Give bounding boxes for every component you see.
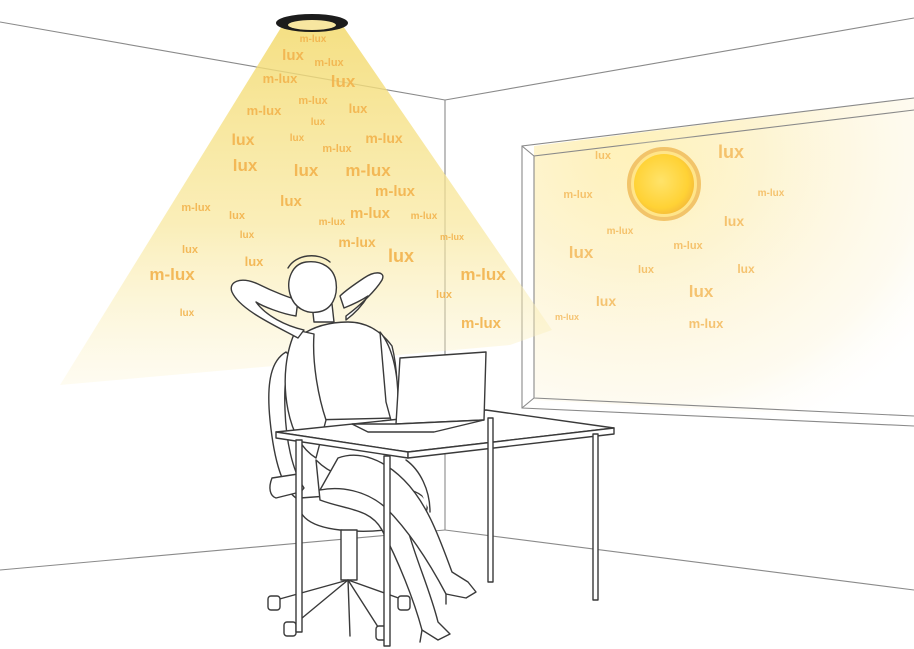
lamp-lux-label-2: m-lux [314, 57, 344, 69]
lamp-lux-label-10: lux [290, 133, 305, 144]
lamp-lux-label-22: m-lux [411, 211, 438, 222]
lamp-lux-label-16: m-lux [375, 183, 416, 200]
window-lux-label-1: lux [718, 142, 744, 162]
lamp-lux-label-13: lux [233, 156, 258, 175]
lamp-lux-label-3: m-lux [263, 71, 298, 86]
ceiling-lamp-icon [276, 14, 348, 32]
lamp-lux-label-18: lux [280, 193, 302, 210]
lamp-lux-label-12: m-lux [365, 130, 403, 146]
lamp-lux-label-17: m-lux [181, 202, 211, 214]
lamp-lux-label-6: m-lux [247, 103, 282, 118]
window-lux-label-4: lux [724, 213, 744, 229]
window-lux-label-3: m-lux [758, 188, 785, 199]
lamp-lux-label-11: m-lux [322, 143, 352, 155]
lamp-lux-label-24: m-lux [338, 234, 376, 250]
lamp-lux-label-15: m-lux [345, 161, 391, 180]
lamp-lux-label-25: m-lux [440, 232, 464, 242]
window-lux-label-5: m-lux [607, 226, 634, 237]
lamp-lux-label-19: lux [229, 210, 246, 222]
lamp-lux-label-5: m-lux [298, 95, 328, 107]
window-lux-label-10: lux [689, 282, 714, 301]
lamp-lux-label-27: lux [245, 254, 265, 269]
lamp-lux-label-20: m-lux [319, 217, 346, 228]
window-lux-label-7: lux [569, 243, 594, 262]
window-lux-label-8: lux [638, 264, 655, 276]
lamp-lux-label-32: lux [180, 308, 195, 319]
lamp-lux-label-28: lux [388, 246, 414, 266]
window-lux-label-9: lux [737, 262, 755, 276]
lamp-lux-label-4: lux [331, 72, 356, 91]
window-lux-label-0: lux [595, 150, 612, 162]
window-lux-label-2: m-lux [563, 189, 593, 201]
lamp-lux-label-8: lux [349, 101, 369, 116]
lamp-lux-label-7: lux [311, 117, 326, 128]
lamp-lux-label-23: lux [240, 230, 255, 241]
lamp-lux-label-14: lux [294, 161, 319, 180]
lamp-lux-label-29: m-lux [149, 265, 195, 284]
window-lux-label-11: lux [596, 293, 616, 309]
lamp-lux-label-30: m-lux [460, 265, 506, 284]
lamp-lux-label-9: lux [231, 132, 254, 149]
window-lux-label-13: m-lux [555, 312, 579, 322]
lamp-lux-label-26: lux [182, 244, 199, 256]
lamp-lux-label-21: m-lux [350, 205, 391, 222]
window-lux-label-6: m-lux [673, 240, 703, 252]
lamp-lux-label-31: lux [436, 289, 453, 301]
window-lux-label-12: m-lux [689, 316, 724, 331]
lamp-lux-label-33: m-lux [461, 315, 502, 332]
lamp-lux-label-1: lux [282, 47, 304, 64]
lamp-lux-label-0: m-lux [300, 34, 327, 45]
